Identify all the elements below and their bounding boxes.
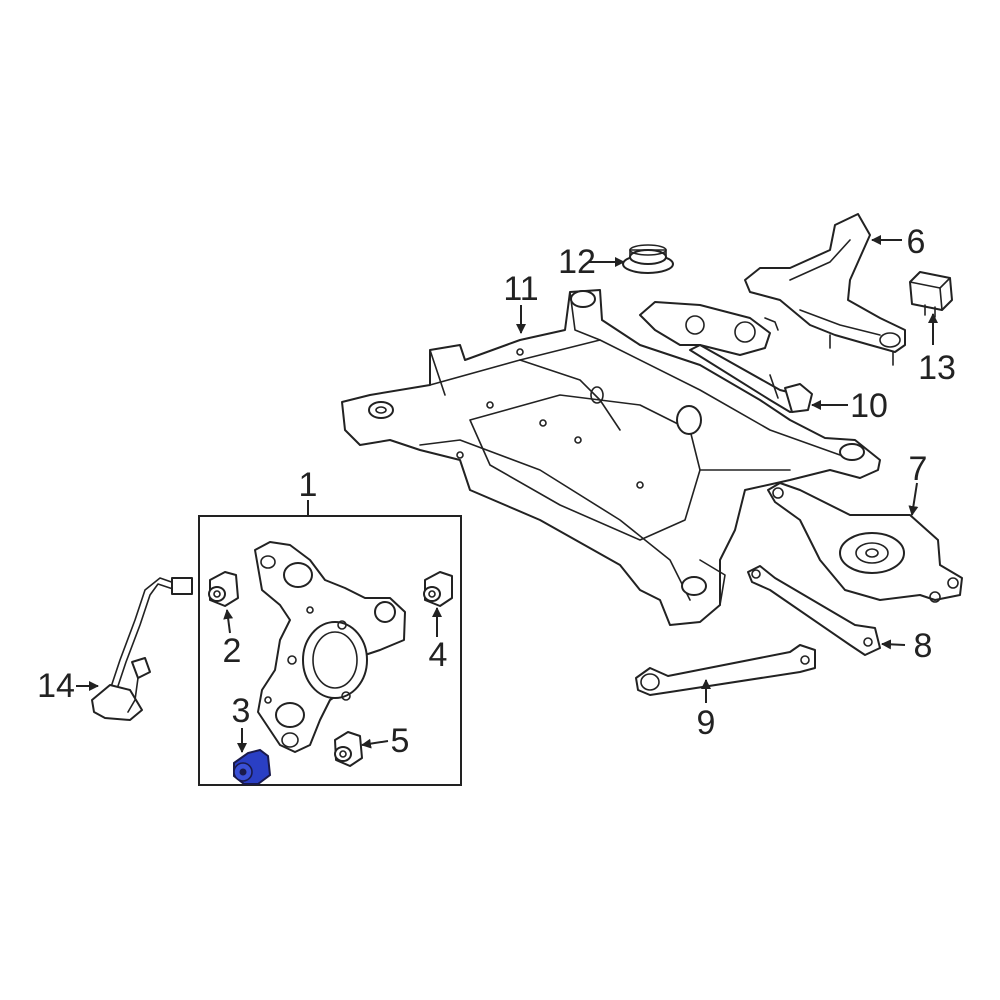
leader-lines xyxy=(76,235,938,753)
upper-control-arm-6[interactable] xyxy=(744,213,906,366)
callout-14: 14 xyxy=(37,667,75,705)
callout-6: 6 xyxy=(907,223,926,261)
height-actuator-10[interactable] xyxy=(639,301,813,413)
callout-11: 11 xyxy=(503,270,538,308)
callout-1: 1 xyxy=(299,466,318,504)
callout-7: 7 xyxy=(909,450,928,488)
callout-10: 10 xyxy=(850,387,888,425)
callout-9: 9 xyxy=(697,704,716,742)
callout-3: 3 xyxy=(232,692,251,730)
bushing-4[interactable] xyxy=(423,571,453,607)
lower-control-arm-7[interactable] xyxy=(767,482,963,603)
knuckle-1[interactable] xyxy=(254,541,406,753)
bushing-5[interactable] xyxy=(334,731,363,767)
bumper-12[interactable] xyxy=(622,244,674,274)
bushing-3-highlighted[interactable] xyxy=(233,748,272,785)
callout-12: 12 xyxy=(558,243,596,281)
bushing-2[interactable] xyxy=(208,571,239,607)
lateral-link-9[interactable] xyxy=(635,644,816,696)
callout-5: 5 xyxy=(391,722,410,760)
abs-sensor-14[interactable] xyxy=(91,577,193,721)
knuckle-group-frame xyxy=(198,515,462,786)
callout-2: 2 xyxy=(223,632,242,670)
control-module-13[interactable] xyxy=(909,271,953,318)
subframe-crossmember[interactable] xyxy=(341,289,881,626)
callout-8: 8 xyxy=(914,627,933,665)
callout-13: 13 xyxy=(918,349,956,387)
toe-link-8[interactable] xyxy=(747,565,881,656)
callout-4: 4 xyxy=(429,636,448,674)
